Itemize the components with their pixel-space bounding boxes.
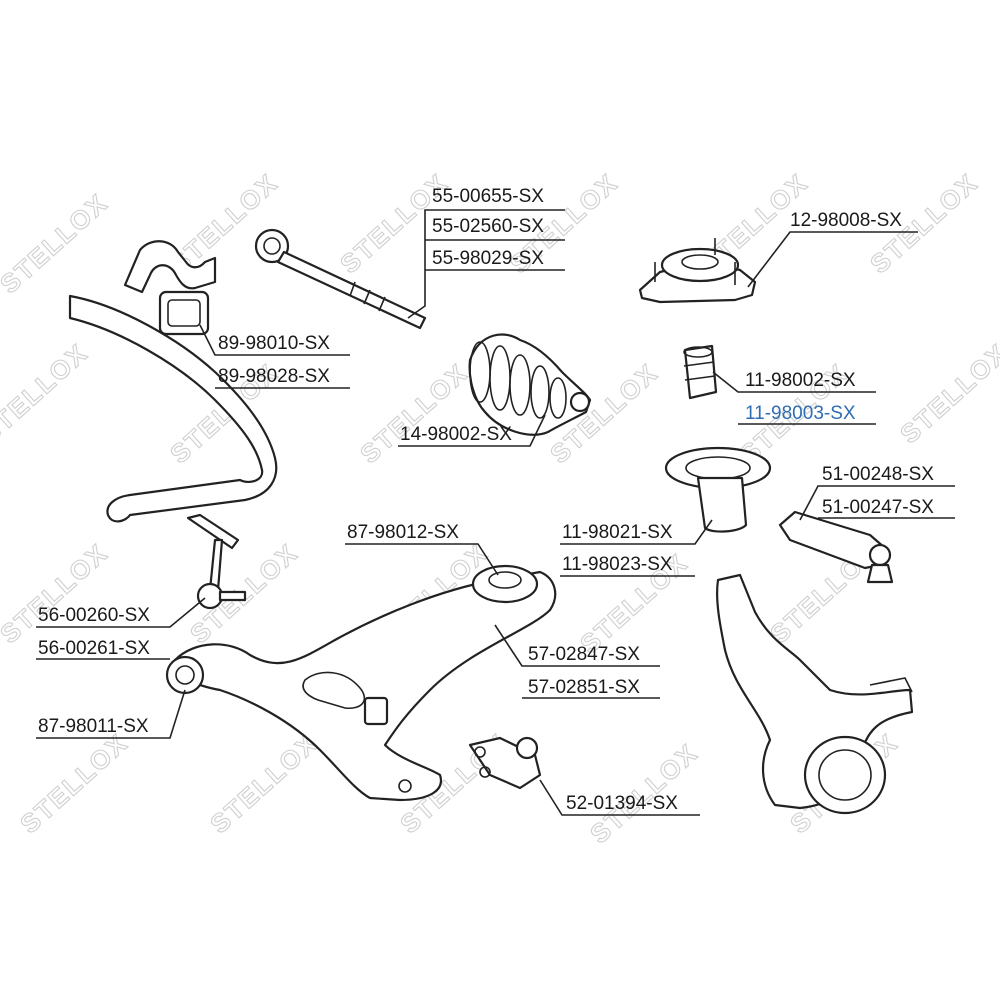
label-55-98029[interactable]: 55-98029-SX bbox=[432, 248, 544, 269]
stabilizer-link bbox=[186, 513, 247, 610]
watermark-text: STELLOX bbox=[204, 727, 324, 839]
label-11-98023[interactable]: 11-98023-SX bbox=[562, 554, 673, 575]
stabilizer-bar bbox=[68, 294, 278, 523]
label-52-01394[interactable]: 52-01394-SX bbox=[566, 793, 678, 814]
watermark-text: STELLOX bbox=[0, 537, 114, 649]
label-57-02847[interactable]: 57-02847-SX bbox=[528, 644, 640, 665]
label-14-98002[interactable]: 14-98002-SX bbox=[400, 424, 512, 445]
label-12-98008[interactable]: 12-98008-SX bbox=[790, 210, 902, 231]
label-11-98021[interactable]: 11-98021-SX bbox=[562, 522, 673, 543]
rear-bushing bbox=[471, 564, 539, 604]
ball-joint bbox=[468, 736, 542, 790]
label-55-02560[interactable]: 55-02560-SX bbox=[432, 216, 544, 237]
label-56-00260[interactable]: 56-00260-SX bbox=[38, 605, 150, 626]
label-87-98011[interactable]: 87-98011-SX bbox=[38, 716, 149, 737]
stabilizer-bush bbox=[123, 240, 217, 336]
lower-control-arm bbox=[173, 570, 557, 802]
spring-seat-boot bbox=[664, 446, 772, 533]
leader-lines bbox=[36, 209, 955, 816]
label-57-02851[interactable]: 57-02851-SX bbox=[528, 677, 640, 698]
label-56-00261[interactable]: 56-00261-SX bbox=[38, 638, 150, 659]
watermark-text: STELLOX bbox=[0, 187, 114, 299]
label-11-98003[interactable]: 11-98003-SX bbox=[745, 403, 856, 424]
watermark-text: STELLOX bbox=[354, 357, 474, 469]
bump-stop bbox=[683, 344, 718, 400]
strut-top-mount bbox=[638, 238, 757, 304]
watermark-text: STELLOX bbox=[14, 727, 134, 839]
label-89-98010[interactable]: 89-98010-SX bbox=[218, 333, 330, 354]
watermark-text: STELLOX bbox=[894, 337, 1000, 449]
inner-tie-rod bbox=[254, 228, 427, 330]
label-87-98012[interactable]: 87-98012-SX bbox=[347, 522, 459, 543]
tie-rod-end bbox=[778, 510, 894, 584]
label-89-98028[interactable]: 89-98028-SX bbox=[218, 366, 330, 387]
watermark-text: STELLOX bbox=[0, 337, 94, 449]
label-51-00248[interactable]: 51-00248-SX bbox=[822, 464, 934, 485]
steering-knuckle bbox=[715, 573, 914, 815]
label-11-98002[interactable]: 11-98002-SX bbox=[745, 370, 856, 391]
front-bushing bbox=[165, 655, 205, 695]
steering-boot bbox=[468, 333, 592, 436]
label-55-00655[interactable]: 55-00655-SX bbox=[432, 186, 544, 207]
label-51-00247[interactable]: 51-00247-SX bbox=[822, 497, 934, 518]
